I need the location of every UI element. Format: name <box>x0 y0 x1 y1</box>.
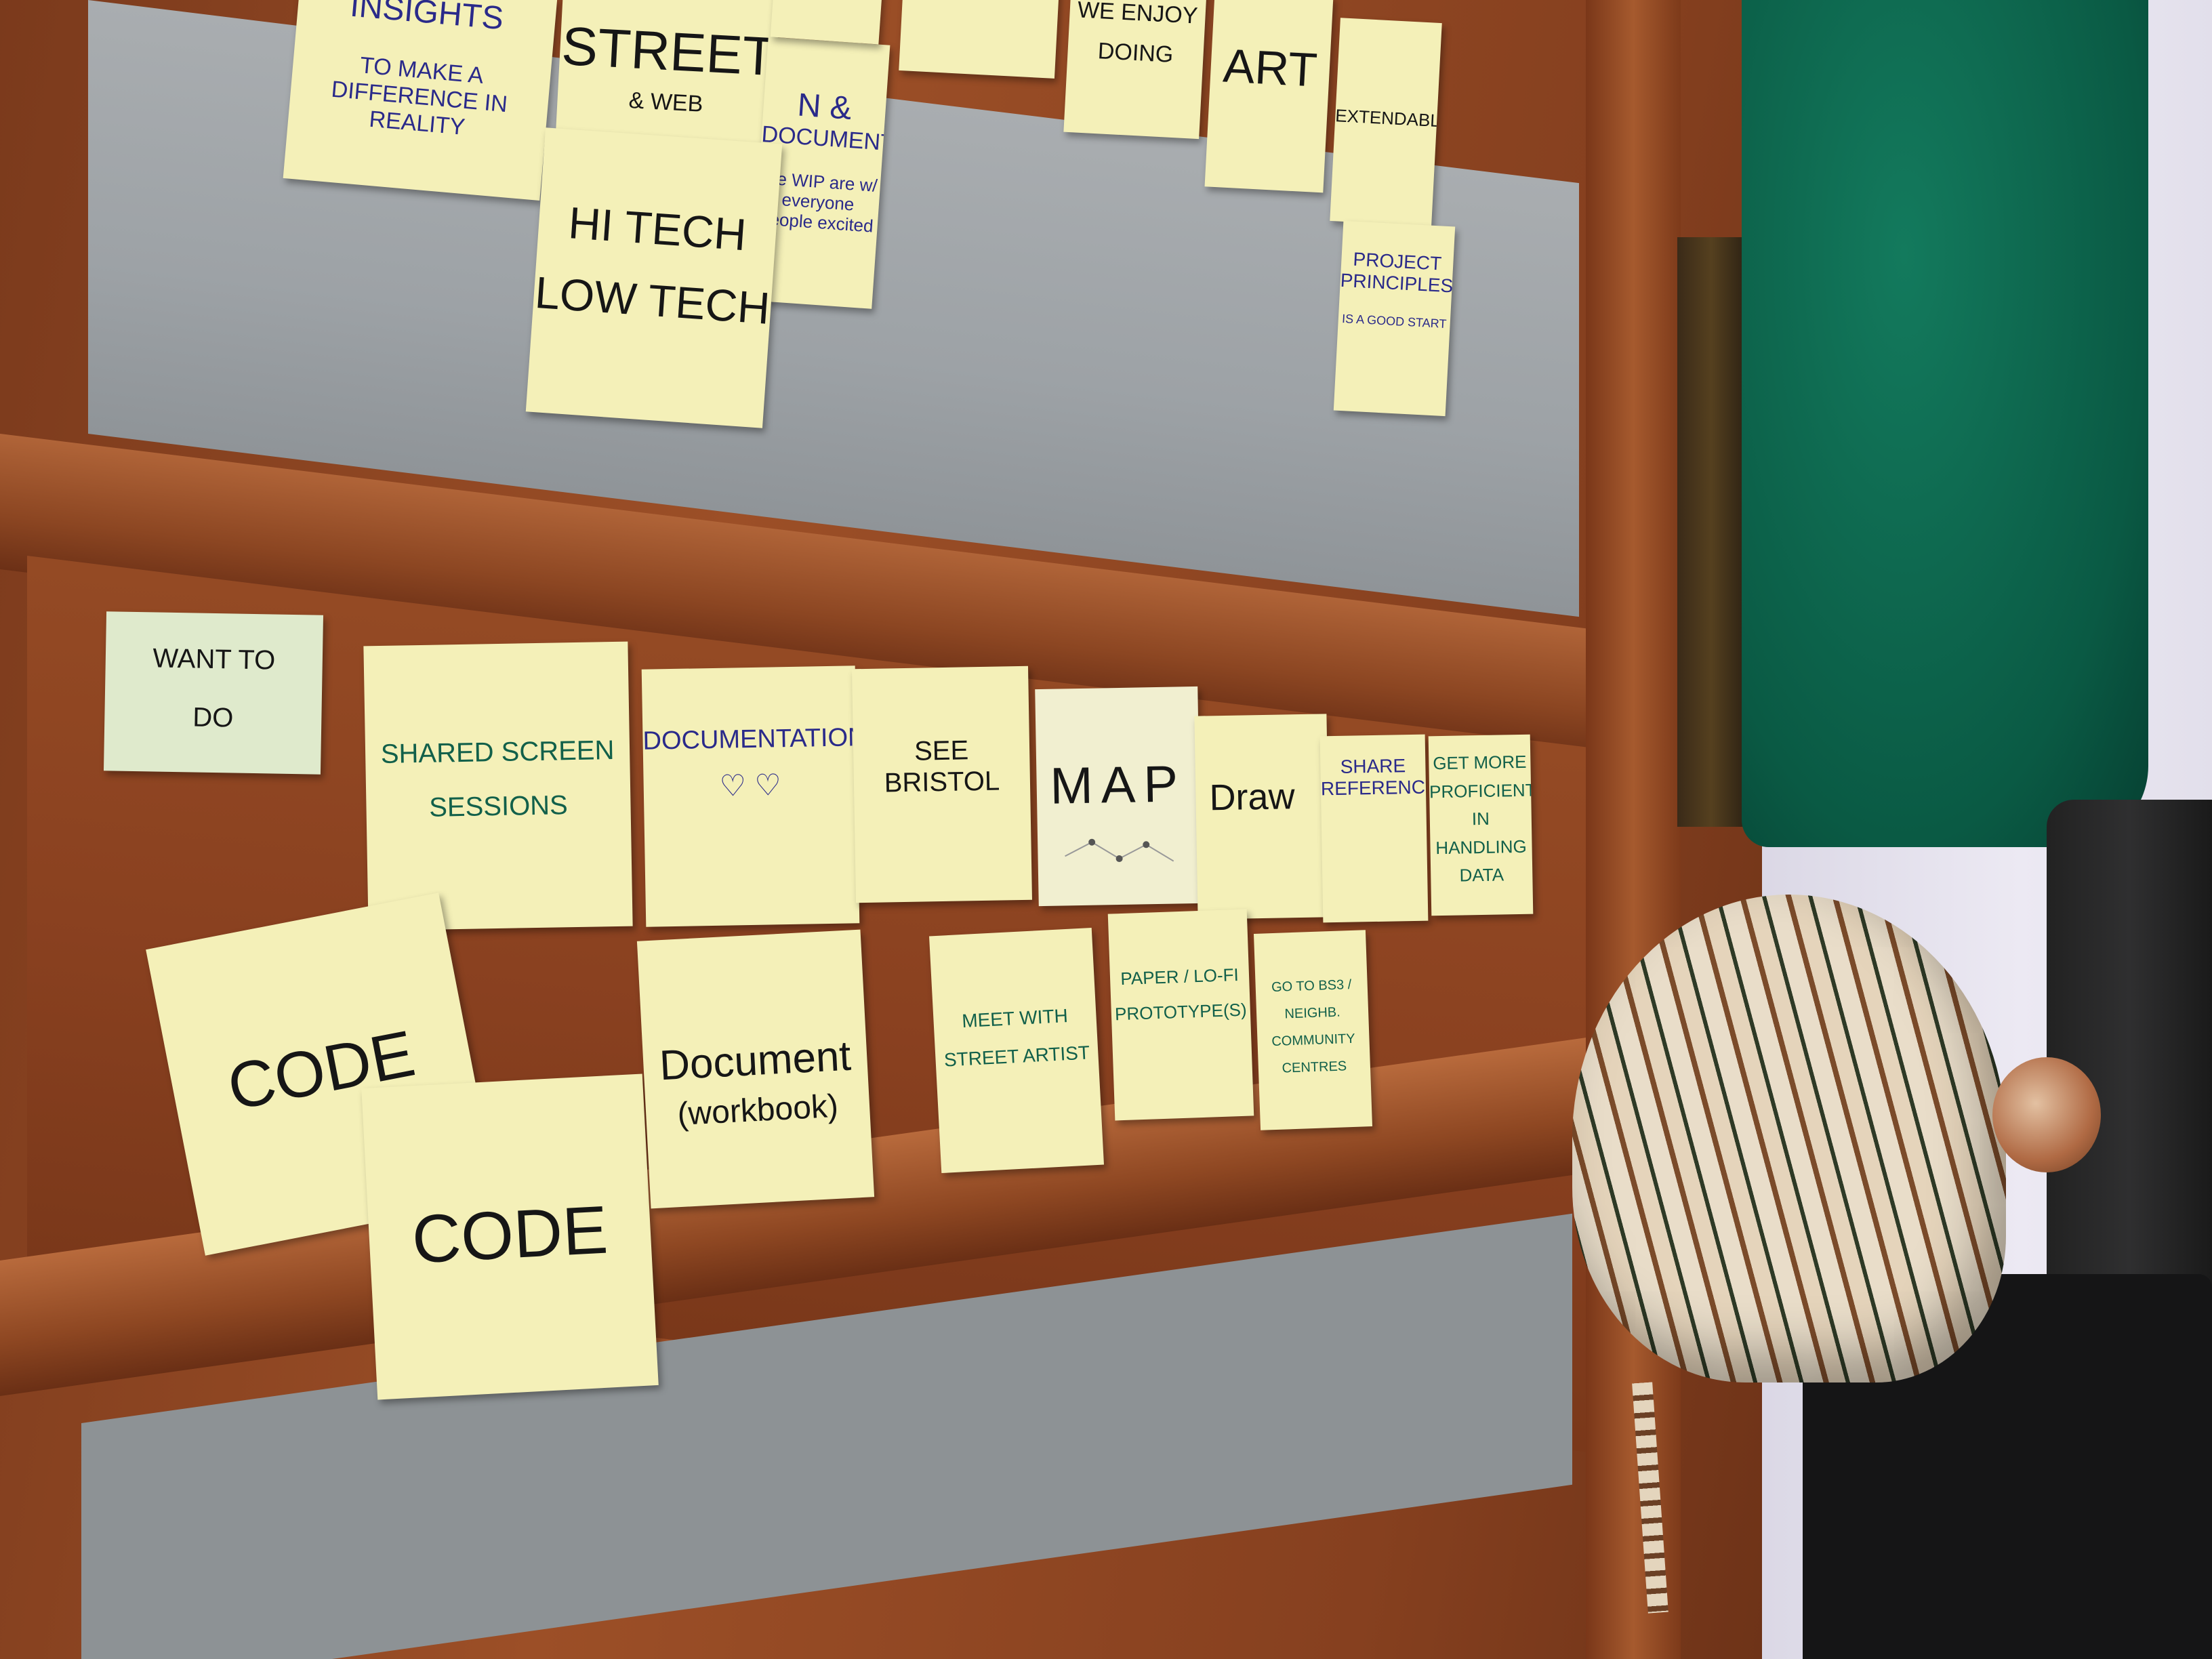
note-meet-street-artist: MEET WITH STREET ARTIST <box>929 927 1104 1174</box>
note-enjoy-line2: DOING <box>1097 38 1174 68</box>
note-document-workbook-line2: (workbook) <box>676 1088 840 1133</box>
note-get-more-proficient: GET MORE PROFICIENT IN HANDLING DATA <box>1428 734 1534 916</box>
note-hi-tech-line1: HI TECH <box>567 197 748 260</box>
note-see-bristol-title: SEE BRISTOL <box>884 735 1000 798</box>
note-meet-street-artist-title: MEET WITH STREET ARTIST <box>943 1004 1090 1071</box>
note-want-to-do: WANT TO DO <box>103 611 324 775</box>
note-extendable-title: EXTENDABLE <box>1334 105 1442 132</box>
map-sketch-icon <box>1065 839 1174 863</box>
note-share-references-title: SHARE REFERENCES <box>1320 755 1429 800</box>
knitted-hat <box>1572 895 2006 1382</box>
note-see-bristol: SEE BRISTOL <box>852 665 1032 903</box>
heart-icon: ♡ ♡ <box>719 768 782 803</box>
note-want-to-do-line1: WANT TO <box>152 643 276 676</box>
note-project-principles: PROJECT PRINCIPLES IS A GOOD START <box>1333 220 1456 417</box>
note-paper-lofi-title: PAPER / LO-FI PROTOTYPE(S) <box>1114 964 1248 1025</box>
note-art-title: ART <box>1222 39 1319 97</box>
note-documentation-title: DOCUMENTATION <box>642 723 860 756</box>
note-extendable: EXTENDABLE <box>1330 18 1442 226</box>
green-jacket <box>1742 0 2148 847</box>
note-want-to-do-line2: DO <box>192 702 234 733</box>
note-insights-title: INSIGHTS <box>348 0 506 37</box>
note-draw-title: Draw <box>1208 776 1296 819</box>
note-get-more-proficient-title: GET MORE PROFICIENT IN HANDLING DATA <box>1429 751 1534 886</box>
note-project-principles-title: PROJECT PRINCIPLES <box>1340 248 1454 297</box>
note-enjoy-line1: WE ENJOY <box>1077 0 1199 29</box>
note-enjoy: WE ENJOY DOING <box>1063 0 1207 140</box>
note-document-workbook-line1: Document <box>658 1032 853 1090</box>
push-plate <box>1677 237 1745 827</box>
note-draw: Draw <box>1194 714 1330 920</box>
hat-pompom <box>1992 1057 2101 1172</box>
note-share-references: SHARE REFERENCES <box>1319 734 1429 923</box>
note-hi-tech-line2: LOW TECH <box>533 266 772 333</box>
note-blank-top-2 <box>899 0 1060 79</box>
note-code-2: CODE <box>361 1073 659 1400</box>
note-hi-tech: HI TECH LOW TECH <box>525 127 783 428</box>
note-go-to-centres: GO TO BS3 / NEIGHB. COMMUNITY CENTRES <box>1253 930 1373 1130</box>
note-map-title: MAP <box>1049 755 1187 815</box>
note-blank-top <box>770 0 884 45</box>
note-map: MAP <box>1035 686 1202 907</box>
note-documentation: DOCUMENTATION ♡ ♡ <box>641 665 860 927</box>
note-shared-screen-title: SHARED SCREEN SESSIONS <box>380 735 615 823</box>
note-document-workbook: Document (workbook) <box>636 929 875 1209</box>
note-insights: INSIGHTS TO MAKE A DIFFERENCE IN REALITY <box>283 0 558 201</box>
door-stile <box>1586 0 1681 1659</box>
note-art: ART <box>1204 0 1334 193</box>
note-street-sub: & WEB <box>628 87 704 117</box>
note-code-2-title: CODE <box>410 1191 610 1278</box>
note-go-to-centres-title: GO TO BS3 / NEIGHB. COMMUNITY CENTRES <box>1271 977 1356 1076</box>
note-paper-lofi: PAPER / LO-FI PROTOTYPE(S) <box>1107 909 1254 1121</box>
note-insights-body: TO MAKE A DIFFERENCE IN REALITY <box>330 52 509 141</box>
note-street-title: STREET <box>560 15 777 87</box>
note-shared-screen: SHARED SCREEN SESSIONS <box>363 641 633 931</box>
note-project-principles-body: IS A GOOD START <box>1341 312 1447 331</box>
